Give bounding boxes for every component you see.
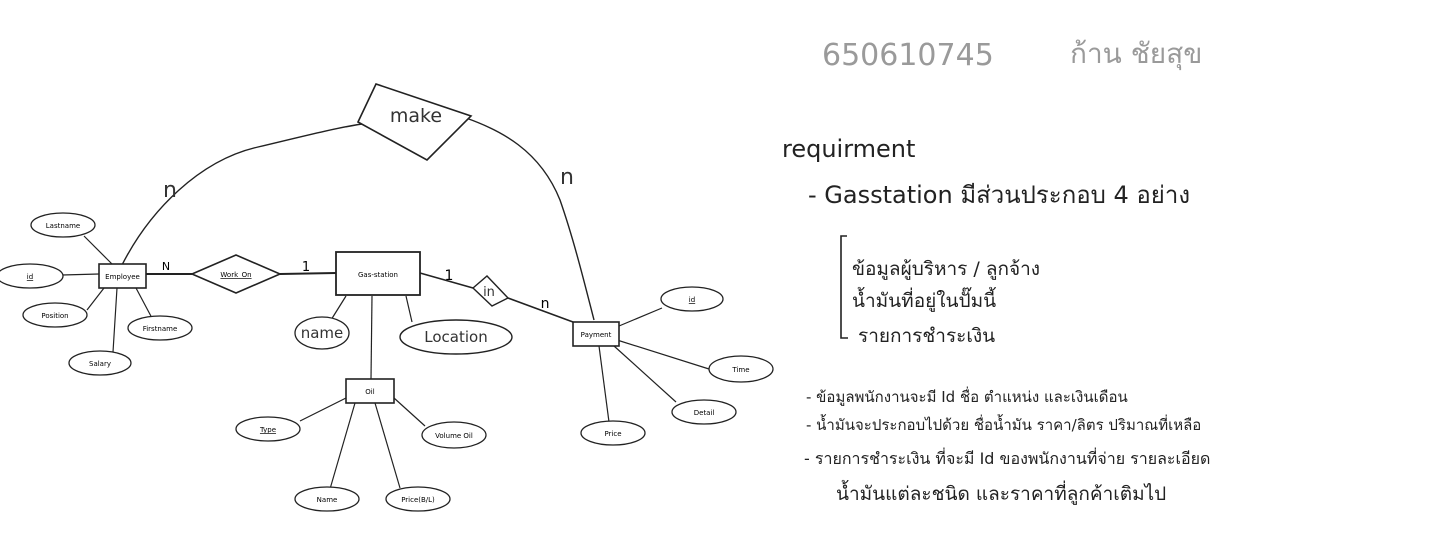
student-id-note: 650610745 — [822, 38, 994, 73]
svg-text:Price(B/L): Price(B/L) — [401, 496, 435, 504]
svg-text:Position: Position — [41, 312, 68, 320]
svg-text:Location: Location — [424, 328, 487, 346]
attribute-payment-price: Price — [580, 420, 646, 446]
relationship-make: make — [356, 83, 473, 161]
svg-text:Detail: Detail — [694, 409, 715, 417]
relationship-in: in — [471, 275, 510, 307]
entity-oil-label: Oil — [365, 388, 374, 396]
requirements-title: requirment — [782, 135, 915, 163]
student-name-note: ก้าน ชัยสุข — [1070, 37, 1202, 71]
attribute-lastname: Lastname — [30, 212, 96, 238]
svg-text:Firstname: Firstname — [143, 325, 178, 333]
svg-text:Name: Name — [317, 496, 338, 504]
entity-oil: Oil — [345, 378, 395, 404]
cardinality-work-on-station: 1 — [302, 260, 310, 275]
requirement-component-2: น้ำมันที่อยู่ในปั๊มนี้ — [852, 287, 996, 312]
attribute-payment-id: id — [660, 286, 724, 312]
svg-text:id: id — [689, 296, 695, 304]
relationship-in-label: in — [483, 285, 495, 300]
requirement-detail-2: - น้ำมันจะประกอบไปด้วย ชื่อน้ำมัน ราคา/ล… — [806, 414, 1201, 434]
attribute-position: Position — [22, 302, 88, 328]
requirement-detail-1: - ข้อมูลพนักงานจะมี Id ชื่อ ตำแหน่ง และเ… — [806, 386, 1128, 406]
entity-gas-station-label: Gas-station — [358, 271, 398, 279]
svg-text:Salary: Salary — [89, 360, 111, 368]
relationship-work-on: Work_On — [189, 254, 283, 294]
svg-text:Time: Time — [731, 366, 749, 374]
cardinality-in-station: 1 — [445, 268, 454, 284]
relationship-work-on-label: Work_On — [220, 271, 251, 279]
svg-text:name: name — [301, 324, 344, 342]
requirements-component-bracket — [840, 235, 848, 339]
requirement-detail-3: - รายการชำระเงิน ที่จะมี Id ของพนักงานที… — [804, 447, 1210, 468]
requirement-detail-4: น้ำมันแต่ละชนิด และราคาที่ลูกค้าเติมไป — [836, 480, 1166, 505]
attribute-salary: Salary — [68, 350, 132, 376]
attribute-oil-name: Name — [294, 486, 360, 512]
attribute-payment-time: Time — [708, 355, 774, 383]
requirements-headline: - Gasstation มีส่วนประกอบ 4 อย่าง — [808, 181, 1190, 209]
connector-lines — [61, 117, 710, 490]
entity-gas-station: Gas-station — [335, 251, 421, 296]
svg-text:Price: Price — [604, 430, 621, 438]
entity-payment-label: Payment — [581, 331, 612, 339]
requirement-component-1: ข้อมูลผู้บริหาร / ลูกจ้าง — [852, 258, 1040, 280]
attribute-station-name: name — [294, 316, 350, 350]
entity-employee-label: Employee — [105, 273, 140, 281]
cardinality-make-employee: n — [163, 178, 177, 203]
svg-text:id: id — [27, 273, 33, 281]
cardinality-work-on-employee: N — [162, 260, 170, 273]
attribute-oil-volume: Volume Oil — [421, 421, 487, 449]
relationship-make-label: make — [390, 105, 442, 127]
requirement-component-3: รายการชำระเงิน — [858, 325, 995, 347]
attribute-oil-type: Type — [235, 416, 301, 442]
attribute-station-location: Location — [399, 319, 513, 355]
svg-text:Lastname: Lastname — [46, 222, 80, 230]
cardinality-make-payment: n — [560, 165, 574, 190]
attribute-payment-detail: Detail — [671, 399, 737, 425]
attribute-firstname: Firstname — [127, 315, 193, 341]
cardinality-in-payment: n — [541, 296, 550, 312]
entity-employee: Employee — [98, 263, 147, 289]
entity-payment: Payment — [572, 321, 620, 347]
svg-text:Type: Type — [259, 426, 276, 434]
attribute-employee-id: id — [0, 263, 64, 289]
svg-text:Volume Oil: Volume Oil — [435, 432, 473, 440]
attribute-oil-price: Price(B/L) — [385, 486, 451, 512]
